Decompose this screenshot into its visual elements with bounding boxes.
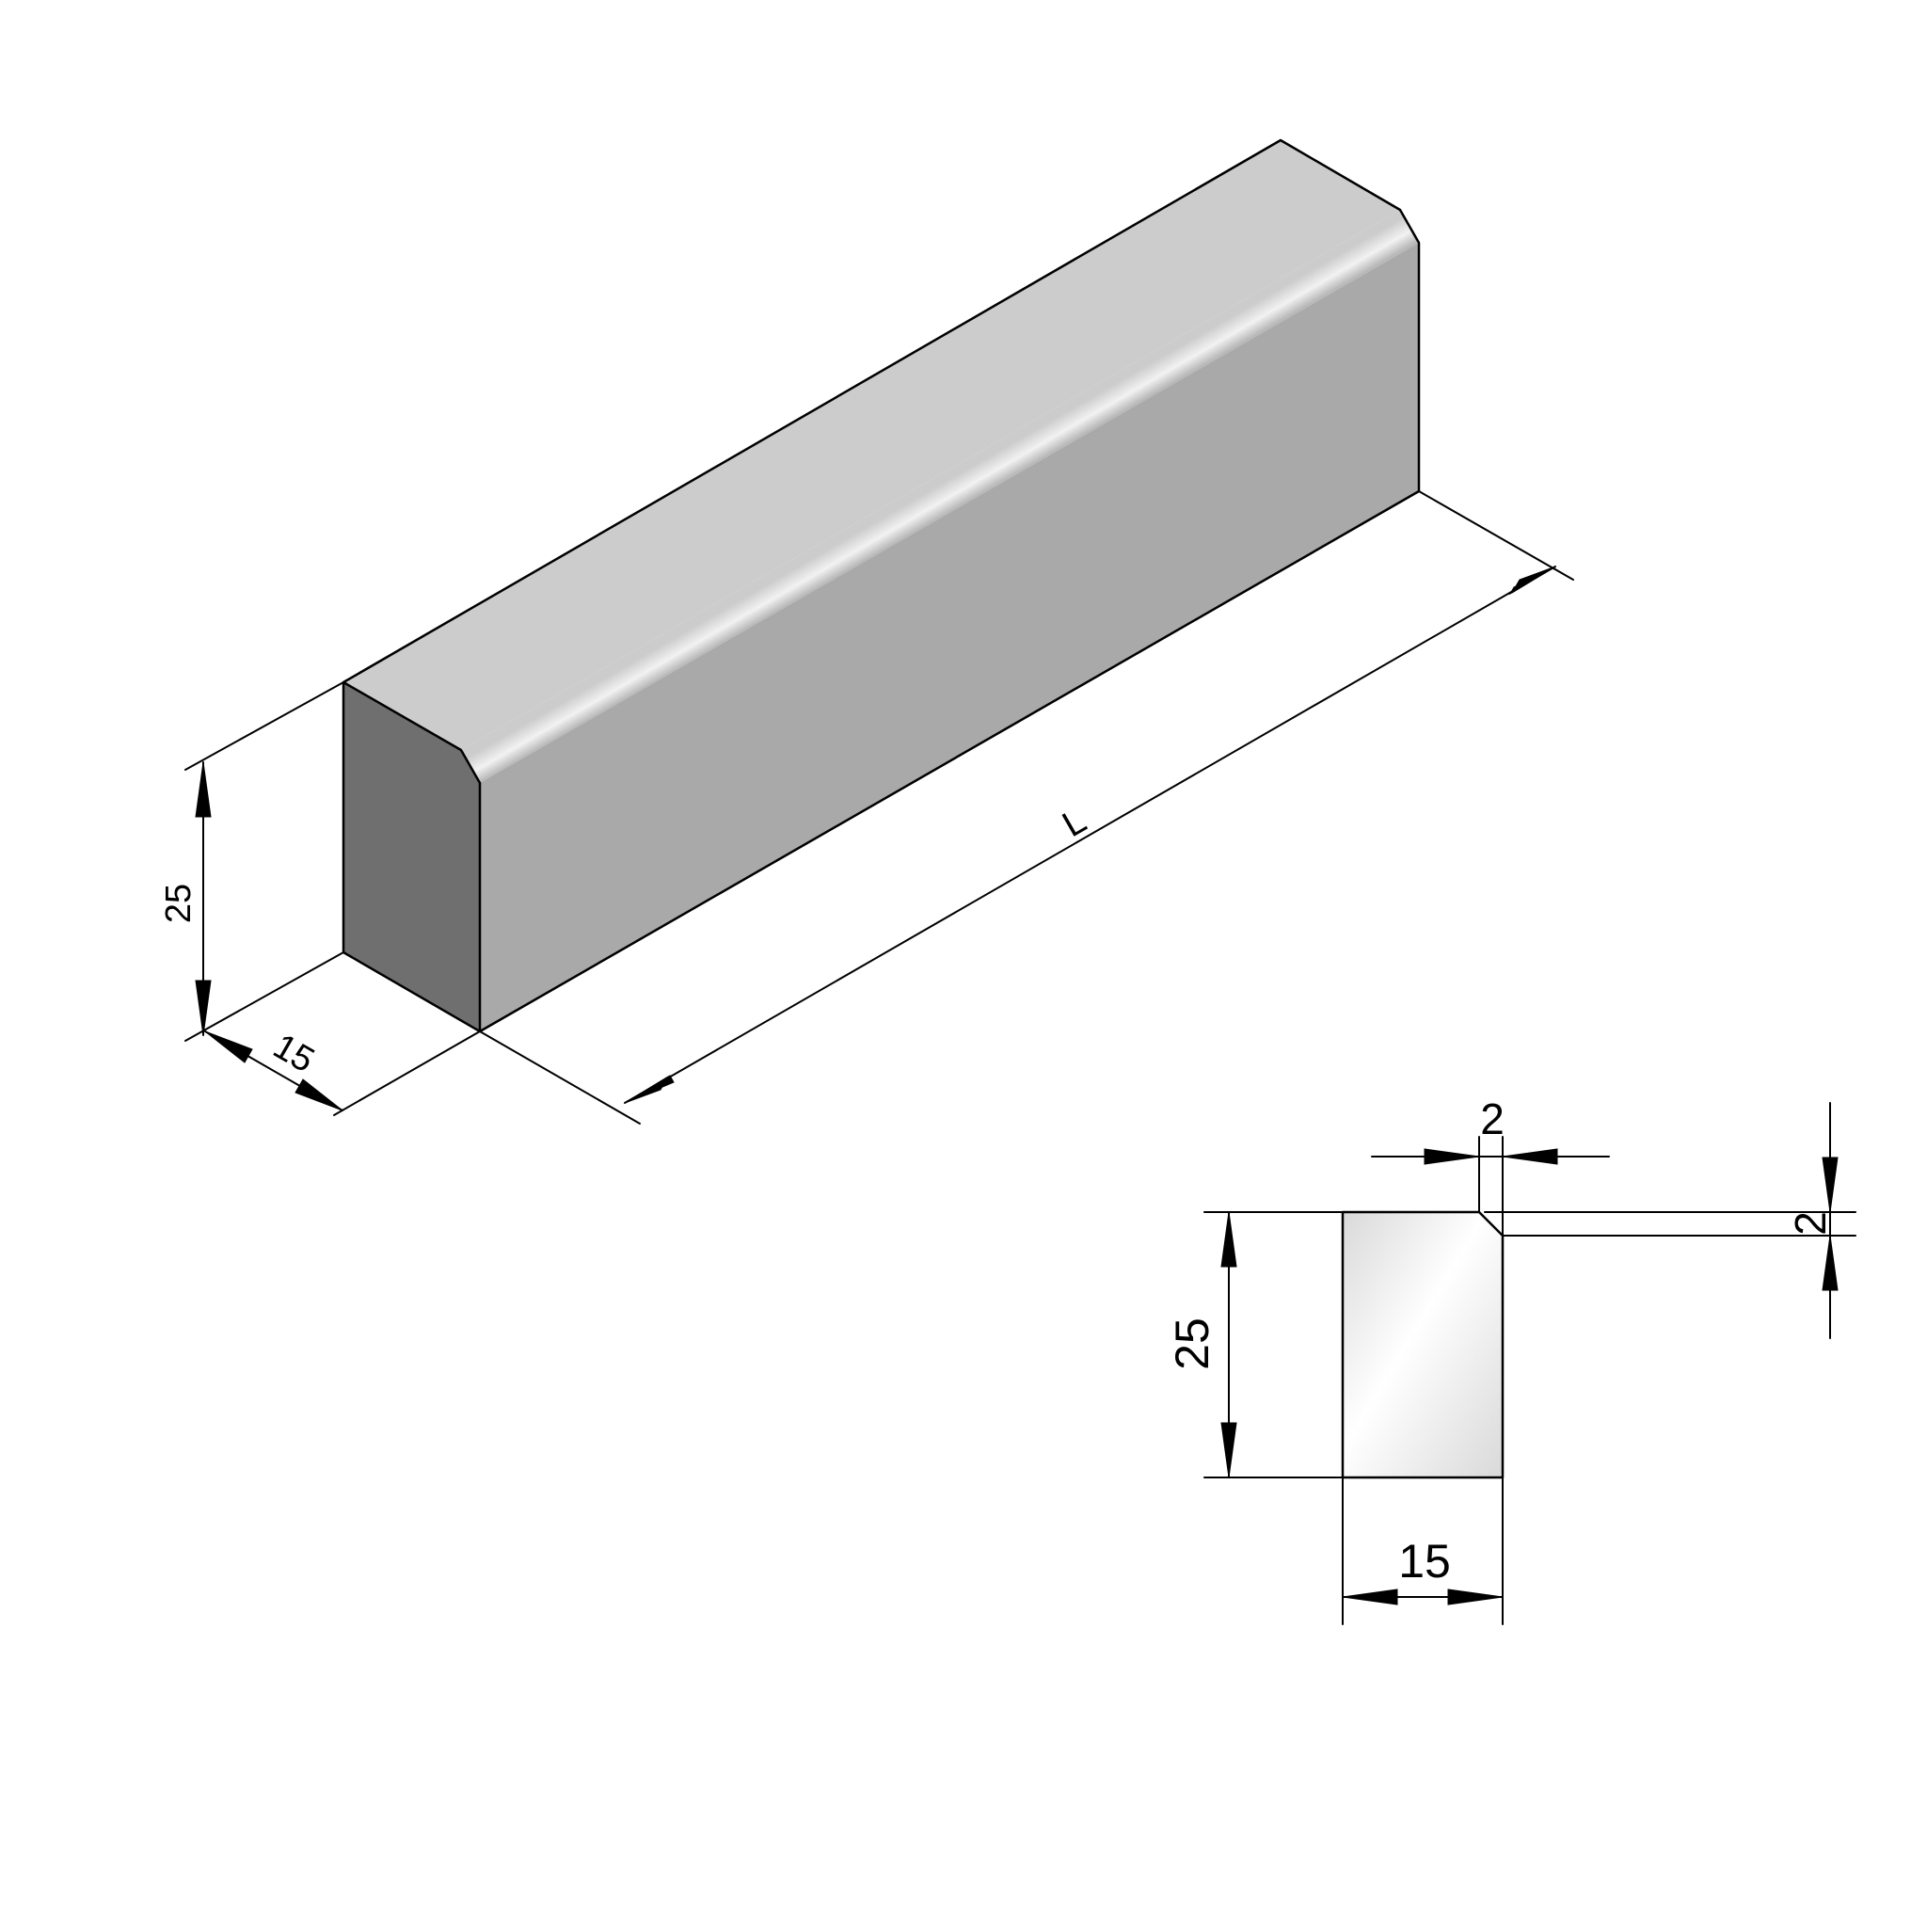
chamfer-width-dimension: 2: [1371, 1094, 1610, 1237]
section-height-dimension: 25: [1166, 1211, 1344, 1478]
section-height-arrow-bottom: [1220, 1422, 1237, 1478]
chamfer-width-arrow-right: [1502, 1148, 1558, 1165]
chamfer-height-dimension: 2: [1484, 1102, 1856, 1339]
height-arrow-bottom: [195, 980, 212, 1036]
section-view: 2 2 25 15: [1166, 1094, 1856, 1625]
section-width-label: 15: [1398, 1535, 1451, 1588]
section-shape: [1341, 1210, 1505, 1479]
height-arrow-top: [195, 761, 212, 818]
height-label: 25: [159, 884, 199, 923]
chamfer-width-arrow-left: [1424, 1148, 1480, 1165]
curb-chamfer-face: [461, 210, 1419, 783]
chamfer-height-arrow-top: [1822, 1157, 1839, 1213]
length-label: L: [1056, 801, 1092, 845]
width-arrow-left: [204, 1030, 253, 1063]
curb-end-face: [343, 682, 480, 1031]
section-width-arrow-left: [1342, 1589, 1398, 1605]
section-width-dimension: 15: [1342, 1477, 1504, 1625]
section-width-arrow-right: [1447, 1589, 1504, 1605]
height-dimension: 25: [159, 681, 344, 1042]
section-height-arrow-top: [1220, 1211, 1237, 1268]
curb-outline: [342, 138, 1421, 1033]
width-dimension: 15: [204, 1027, 481, 1116]
curb-side-face: [480, 243, 1419, 1031]
chamfer-width-label: 2: [1480, 1094, 1505, 1143]
chamfer-height-arrow-bottom: [1822, 1235, 1839, 1291]
curb-top-face: [343, 140, 1400, 750]
chamfer-height-label: 2: [1786, 1211, 1835, 1236]
section-height-label: 25: [1166, 1317, 1218, 1370]
length-dimension: L: [479, 490, 1574, 1125]
width-arrow-right: [295, 1078, 343, 1111]
isometric-view: 25 15 L: [159, 138, 1574, 1125]
width-label: 15: [266, 1027, 321, 1081]
